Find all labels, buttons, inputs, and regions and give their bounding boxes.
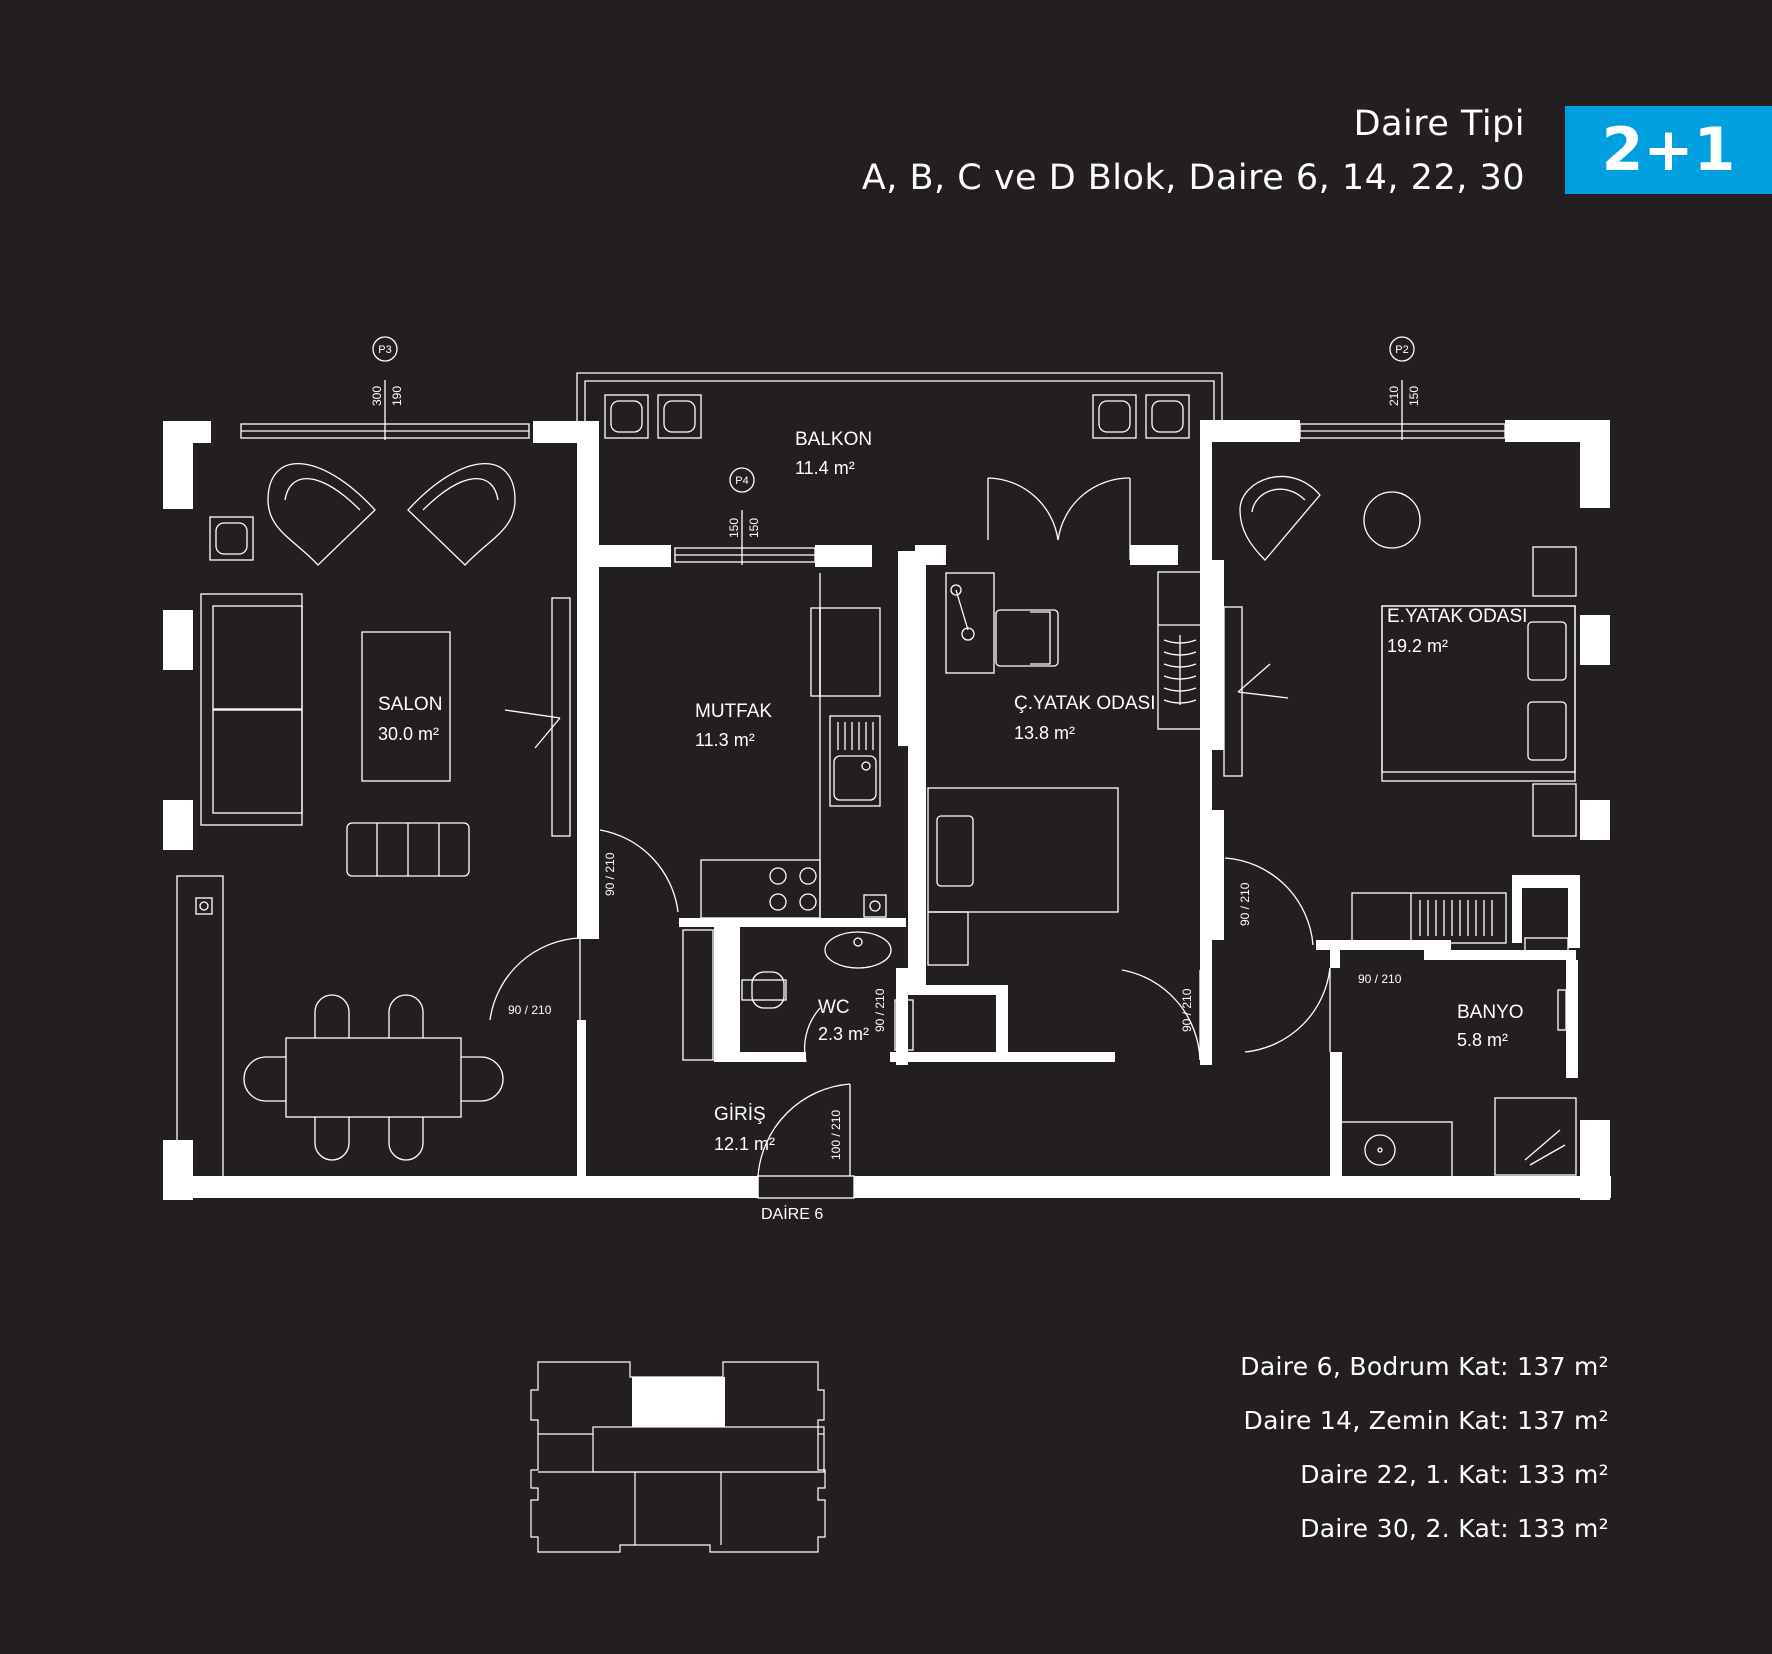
window-tag-p2: P2 (1395, 344, 1408, 356)
window-p4-width: 150 (727, 518, 741, 538)
room-area-mutfak: 11.3 m² (695, 730, 755, 750)
door-dim-e-yatak: 90 / 210 (1238, 882, 1252, 926)
window-tag-p3: P3 (378, 344, 391, 356)
header-subtitle: A, B, C ve D Blok, Daire 6, 14, 22, 30 (861, 158, 1525, 198)
room-area-e-yatak: 19.2 m² (1387, 636, 1448, 656)
room-name-e-yatak: E.YATAK ODASI (1387, 606, 1527, 627)
room-area-salon: 30.0 m² (378, 724, 439, 744)
room-name-mutfak: MUTFAK (695, 701, 772, 722)
unit-area-row: Daire 30, 2. Kat: 133 m² (1300, 1514, 1609, 1543)
unit-area-row: Daire 22, 1. Kat: 133 m² (1300, 1460, 1609, 1489)
door-dim-salon: 90 / 210 (508, 1003, 552, 1017)
unit-area-row: Daire 6, Bodrum Kat: 137 m² (1240, 1352, 1609, 1381)
window-p3-width: 300 (370, 386, 384, 406)
apartment-label: DAİRE 6 (761, 1204, 823, 1223)
room-area-wc: 2.3 m² (818, 1024, 869, 1044)
window-p4-height: 150 (747, 518, 761, 538)
window-p2-height: 150 (1407, 386, 1421, 406)
unit-areas-list: Daire 6, Bodrum Kat: 137 m² Daire 14, Ze… (1240, 1352, 1609, 1568)
unit-area-row: Daire 14, Zemin Kat: 137 m² (1243, 1406, 1609, 1435)
apartment-type-badge: 2+1 (1565, 106, 1772, 194)
window-p3-height: 190 (390, 386, 404, 406)
room-name-balkon: BALKON (795, 429, 872, 450)
room-area-balkon: 11.4 m² (795, 458, 855, 478)
room-area-giris: 12.1 m² (714, 1134, 775, 1154)
room-area-c-yatak: 13.8 m² (1014, 723, 1075, 743)
door-dim-entry: 100 / 210 (829, 1110, 843, 1160)
door-dim-mutfak: 90 / 210 (603, 852, 617, 896)
header-title: Daire Tipi (1353, 104, 1525, 144)
door-dim-c-yatak: 90 / 210 (1180, 988, 1194, 1032)
door-dim-wc: 90 / 210 (873, 988, 887, 1032)
room-name-wc: WC (818, 997, 850, 1018)
room-name-c-yatak: Ç.YATAK ODASI (1014, 693, 1155, 714)
window-p2-width: 210 (1387, 386, 1401, 406)
room-area-banyo: 5.8 m² (1457, 1030, 1508, 1050)
room-name-giris: GİRİŞ (714, 1104, 766, 1125)
room-name-salon: SALON (378, 694, 442, 715)
key-plan-highlight (632, 1377, 725, 1427)
room-name-banyo: BANYO (1457, 1002, 1524, 1023)
window-tag-p4: P4 (735, 475, 748, 487)
door-dim-banyo: 90 / 210 (1358, 972, 1402, 986)
